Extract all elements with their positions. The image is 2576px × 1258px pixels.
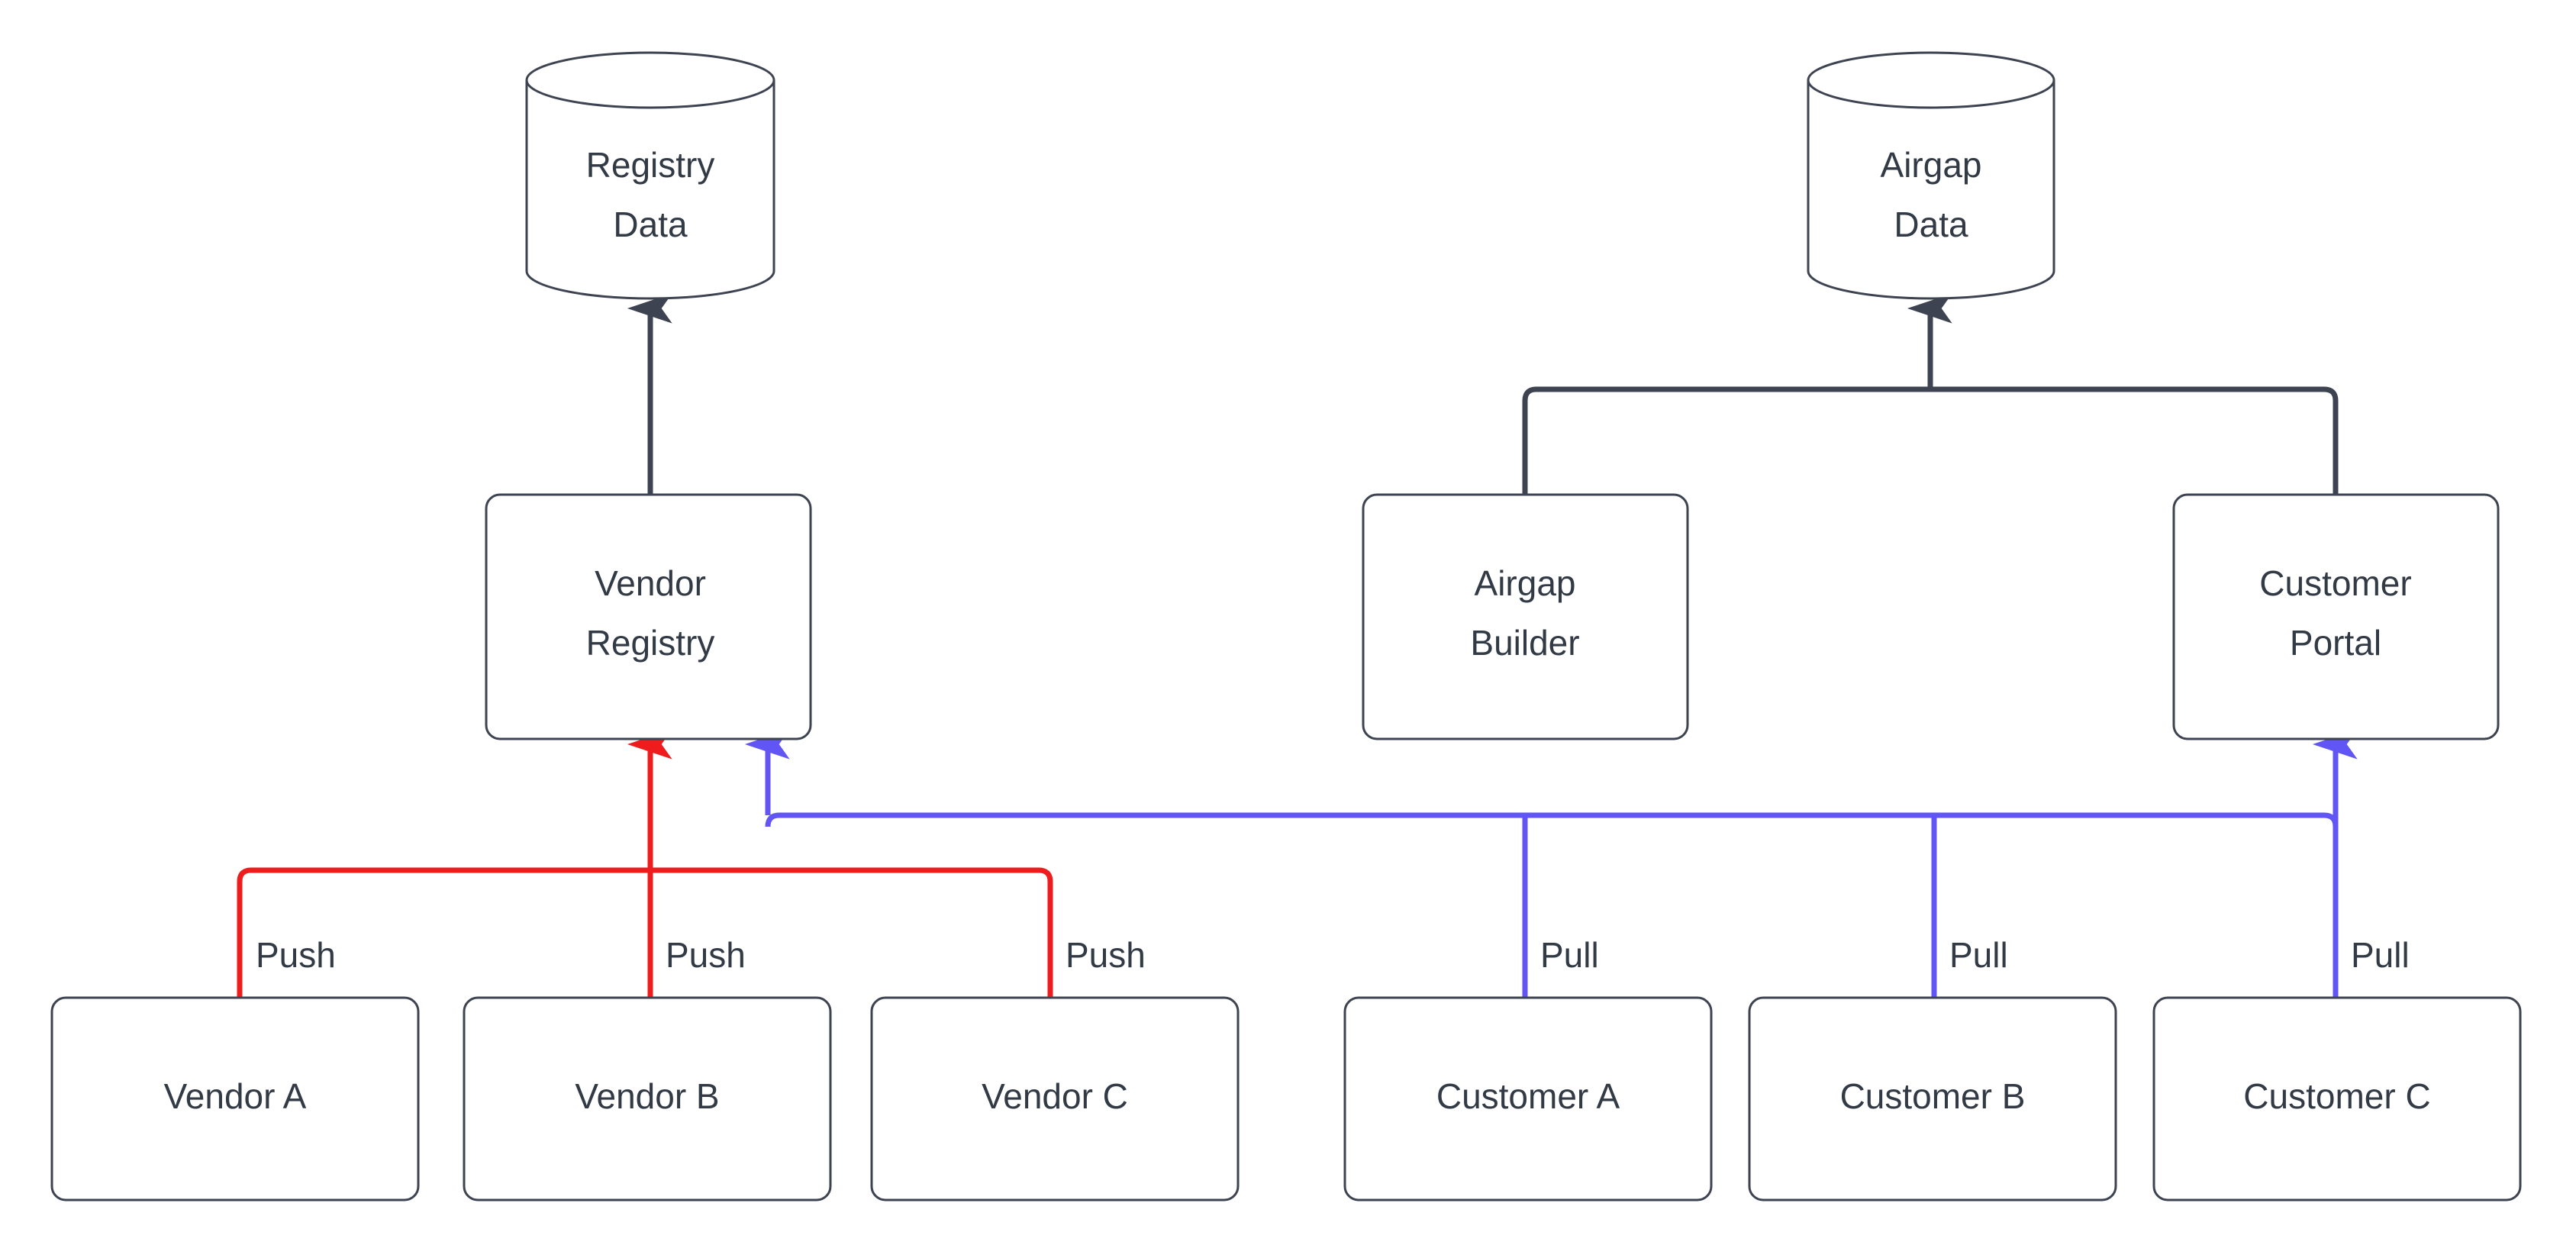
registry-data-label-line1: Registry (586, 145, 715, 185)
airgap-data-cylinder-body (1807, 80, 2055, 300)
actor-customer-c[interactable]: Customer C (2152, 996, 2522, 1202)
service-vendor-registry[interactable]: Vendor Registry (485, 493, 812, 740)
edge-label-pull-3: Pull (2351, 935, 2410, 975)
vendor-b-box (463, 996, 832, 1202)
actor-vendor-b[interactable]: Vendor B (463, 996, 832, 1202)
customer-b-box (1748, 996, 2117, 1202)
edge-label-push-2: Push (666, 935, 746, 975)
vendor-a-box (50, 996, 420, 1202)
airgap-data-label-line1: Airgap (1881, 145, 1982, 185)
vendor-a-label: Vendor A (164, 1076, 307, 1116)
edge-label-push-1: Push (256, 935, 336, 975)
customer-portal-label-line1: Customer (2259, 563, 2411, 603)
actor-customer-a[interactable]: Customer A (1343, 996, 1713, 1202)
customer-portal-box (2172, 493, 2500, 740)
vendor-c-box (870, 996, 1240, 1202)
datastore-airgap-data[interactable]: Airgap Data (1807, 51, 2055, 300)
actor-customer-b[interactable]: Customer B (1748, 996, 2117, 1202)
edge-pull-bus (765, 812, 2339, 827)
registry-data-label-line2: Data (613, 205, 688, 244)
airgap-data-label-line2: Data (1894, 205, 1968, 244)
customer-a-box (1343, 996, 1713, 1202)
edge-label-push-3: Push (1066, 935, 1146, 975)
edge-airgap-builder-to-airgap-data (1522, 386, 1930, 495)
customer-b-label: Customer B (1840, 1076, 2026, 1116)
airgap-builder-box (1362, 493, 1689, 740)
edge-push-vendor-a (237, 867, 650, 998)
customer-c-label: Customer C (2243, 1076, 2430, 1116)
edge-label-pull-2: Pull (1949, 935, 2008, 975)
vendor-b-label: Vendor B (575, 1076, 719, 1116)
vendor-c-label: Vendor C (982, 1076, 1128, 1116)
airgap-builder-label-line1: Airgap (1475, 563, 1576, 603)
registry-data-cylinder-top (525, 51, 775, 109)
actor-vendor-a[interactable]: Vendor A (50, 996, 420, 1202)
airgap-data-cylinder-top (1807, 51, 2055, 109)
datastore-registry-data[interactable]: Registry Data (525, 51, 775, 300)
customer-portal-label-line2: Portal (2290, 623, 2381, 663)
vendor-registry-label-line1: Vendor (595, 563, 706, 603)
service-customer-portal[interactable]: Customer Portal (2172, 493, 2500, 740)
edge-push-vendor-c (650, 867, 1053, 998)
registry-data-cylinder-body (525, 80, 775, 300)
service-airgap-builder[interactable]: Airgap Builder (1362, 493, 1689, 740)
customer-a-label: Customer A (1436, 1076, 1620, 1116)
vendor-registry-label-line2: Registry (586, 623, 715, 663)
customer-c-box (2152, 996, 2522, 1202)
vendor-registry-box (485, 493, 812, 740)
edge-label-pull-1: Pull (1540, 935, 1599, 975)
edge-customer-portal-to-airgap-data (1930, 386, 2339, 495)
airgap-builder-label-line2: Builder (1470, 623, 1579, 663)
actor-vendor-c[interactable]: Vendor C (870, 996, 1240, 1202)
